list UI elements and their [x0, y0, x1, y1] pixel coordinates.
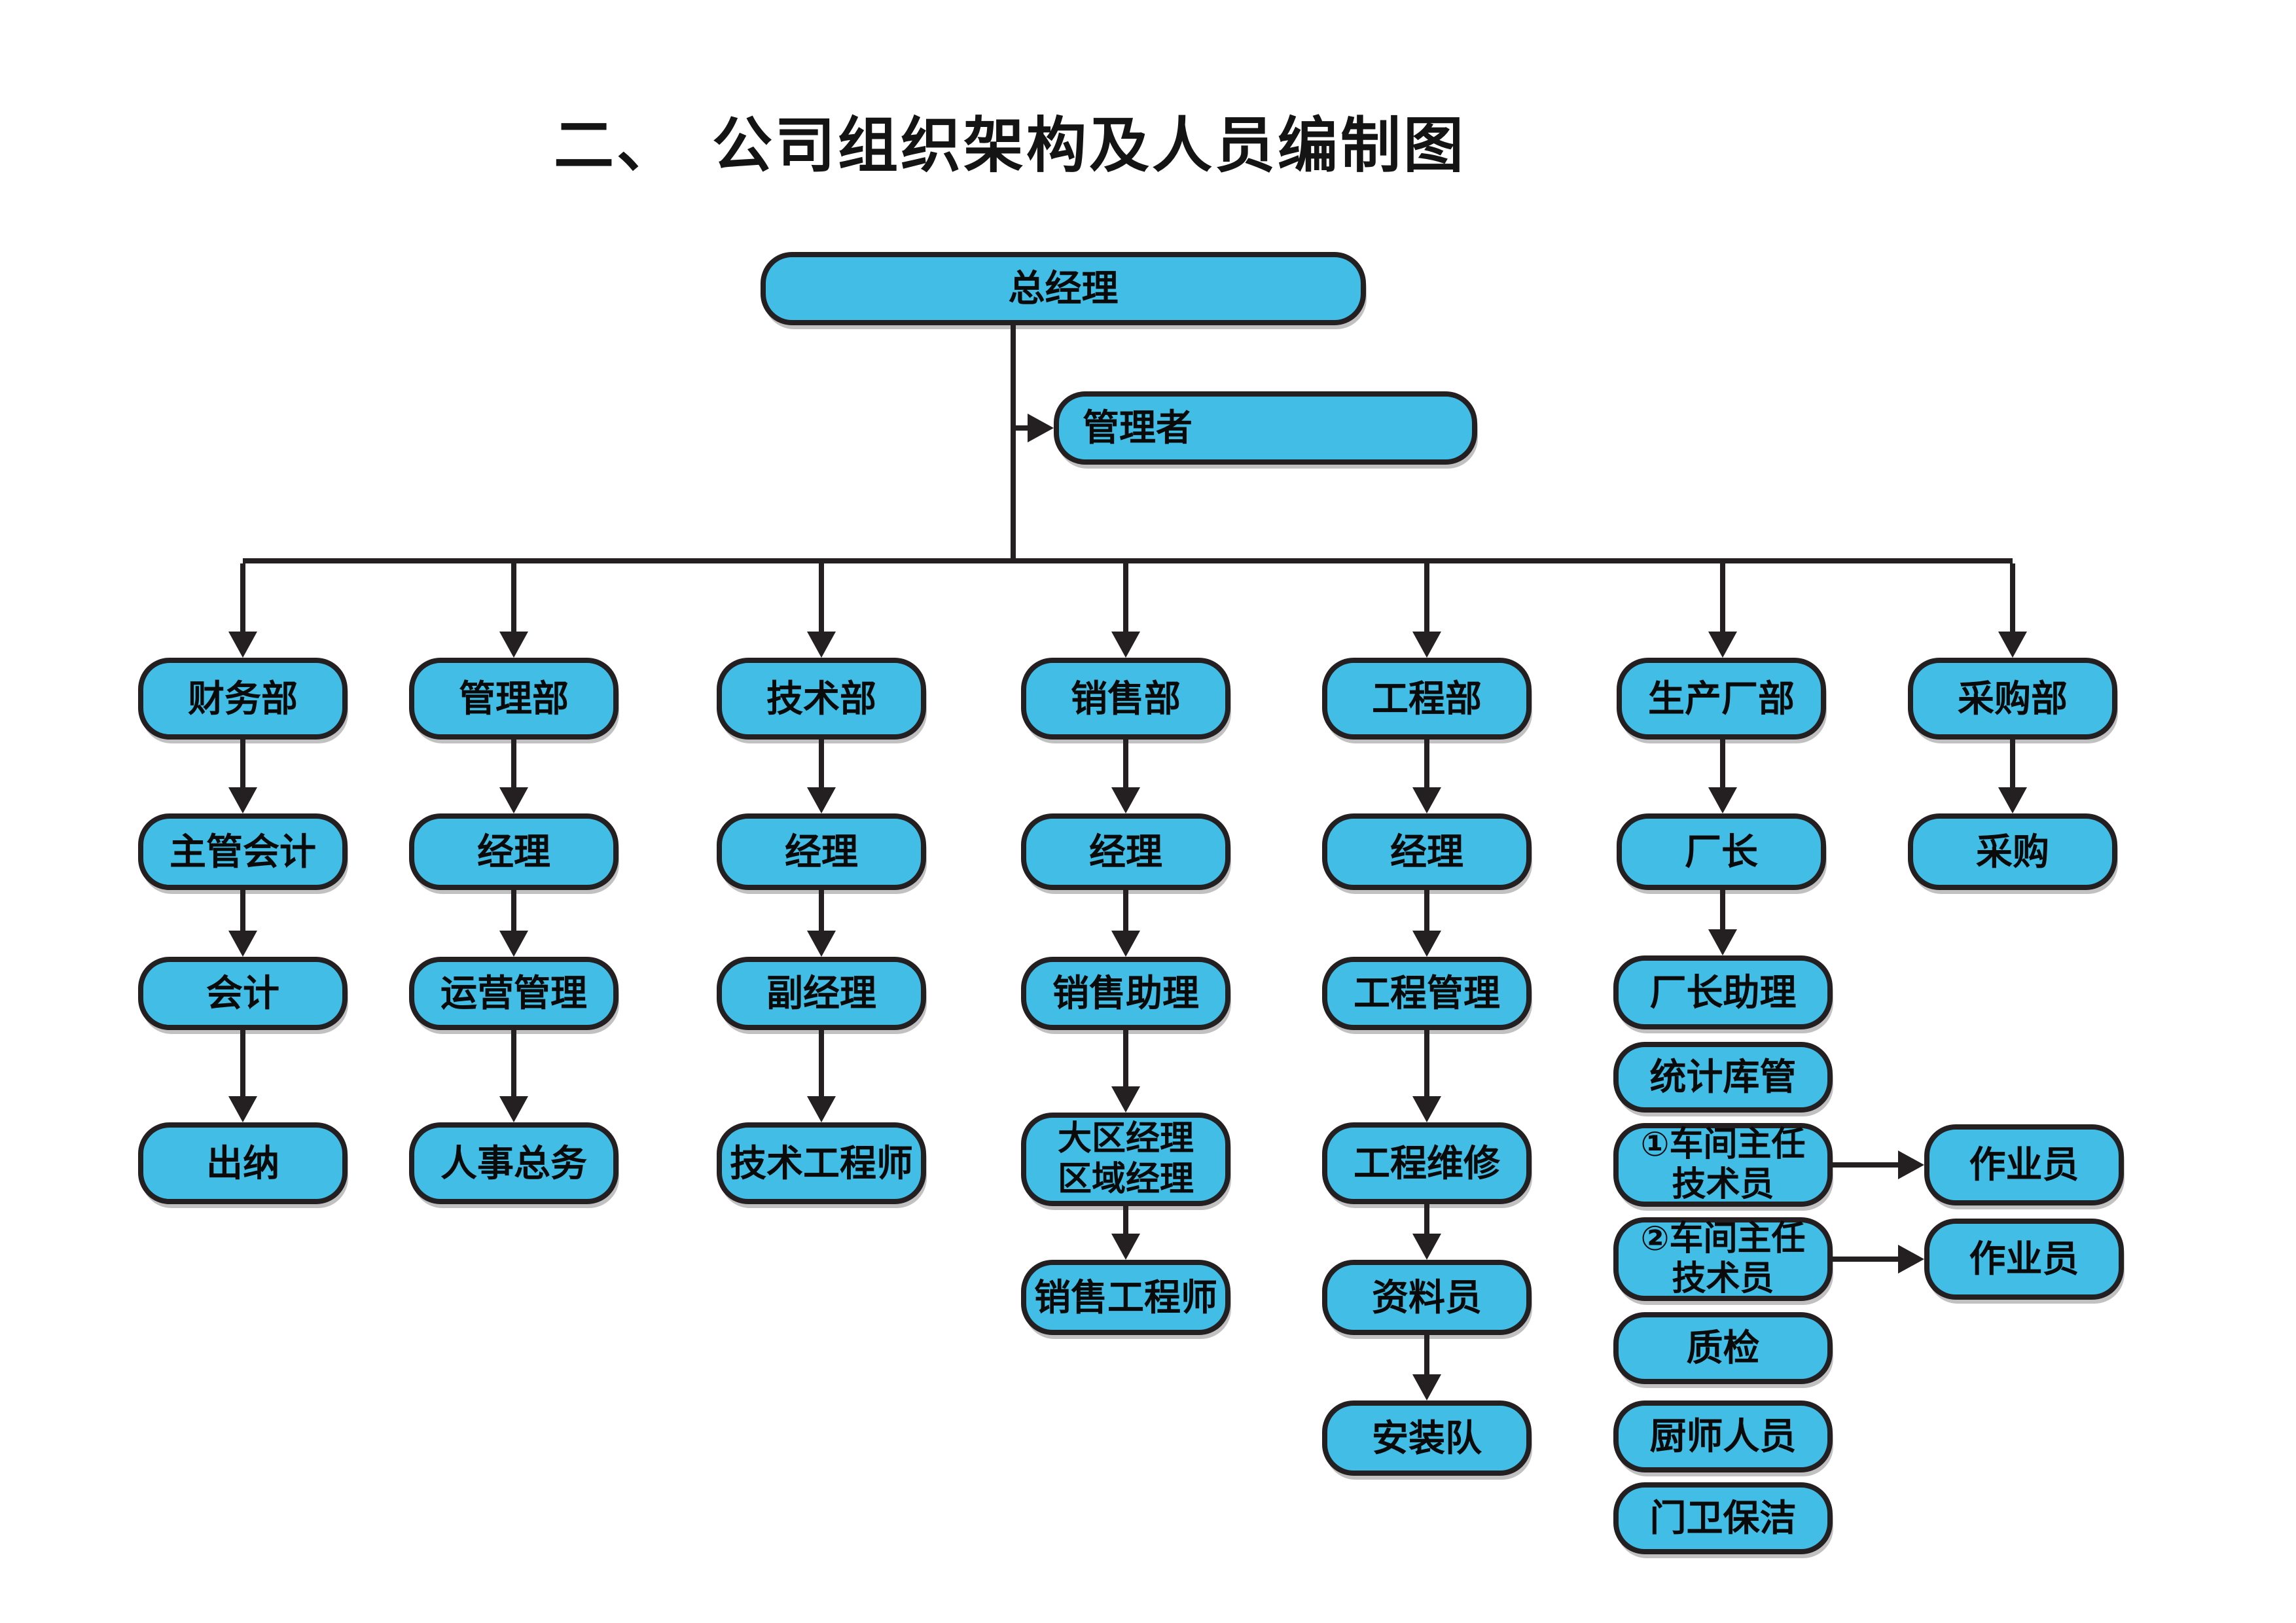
workshop2-line1: ②车间主任 [1640, 1219, 1806, 1258]
arrow-drop-production [1708, 563, 1737, 658]
regional-manager-box: 大区经理 区域经理 [1021, 1113, 1230, 1206]
arrow-admin-1 [499, 740, 528, 813]
tech-dept-box: 技术部 [717, 658, 926, 740]
arrow-tech-2 [807, 890, 836, 957]
quality-check-box: 质检 [1613, 1312, 1833, 1384]
manager-box: 管理者 [1054, 391, 1477, 465]
director-assistant-box: 厂长助理 [1613, 955, 1833, 1029]
workshop1-line2: 技术员 [1672, 1166, 1774, 1204]
arrow-purchasing-1 [1998, 740, 2027, 813]
workshop1-line1: ①车间主任 [1640, 1125, 1806, 1164]
workshop2-line2: 技术员 [1672, 1260, 1774, 1298]
deputy-manager-box: 副经理 [717, 957, 926, 1030]
purchaser-box: 采购 [1908, 813, 2117, 890]
arrow-finance-1 [228, 740, 257, 813]
sales-dept-box: 销售部 [1021, 658, 1230, 740]
arrow-engineering-3 [1412, 1030, 1441, 1122]
regional-manager-line1: 大区经理 [1057, 1120, 1194, 1158]
sales-assistant-box: 销售助理 [1021, 957, 1230, 1030]
arrow-to-manager [1013, 414, 1054, 442]
hr-affairs-box: 人事总务 [409, 1122, 619, 1204]
arrow-sales-2 [1111, 890, 1140, 957]
general-manager-box: 总经理 [761, 252, 1366, 325]
arrow-drop-engineering [1412, 563, 1441, 658]
admin-manager-box: 经理 [409, 813, 619, 890]
sales-engineer-box: 销售工程师 [1021, 1260, 1230, 1335]
operations-mgmt-box: 运营管理 [409, 957, 619, 1030]
workshop1-director-box: ①车间主任 技术员 [1613, 1123, 1833, 1207]
arrow-drop-finance [228, 563, 257, 658]
arrow-engineering-2 [1412, 890, 1441, 957]
arrow-workshop2-worker [1833, 1245, 1924, 1274]
worker2-box: 作业员 [1924, 1219, 2124, 1300]
cook-staff-box: 厨师人员 [1613, 1400, 1833, 1472]
engineering-dept-box: 工程部 [1322, 658, 1532, 740]
engineering-mgmt-box: 工程管理 [1322, 957, 1532, 1030]
tech-manager-box: 经理 [717, 813, 926, 890]
arrow-production-2 [1708, 890, 1737, 955]
document-clerk-box: 资料员 [1322, 1260, 1532, 1335]
arrow-engineering-1 [1412, 740, 1441, 813]
regional-manager-line2: 区域经理 [1057, 1160, 1194, 1198]
cashier-box: 出纳 [138, 1122, 348, 1204]
worker1-box: 作业员 [1924, 1124, 2124, 1205]
chief-accountant-box: 主管会计 [138, 813, 348, 890]
gatekeeper-cleaning-box: 门卫保洁 [1613, 1482, 1833, 1554]
arrow-drop-purchasing [1998, 563, 2027, 658]
arrow-tech-1 [807, 740, 836, 813]
installation-team-box: 安装队 [1322, 1400, 1532, 1476]
sales-manager-box: 经理 [1021, 813, 1230, 890]
arrow-engineering-5 [1412, 1335, 1441, 1400]
arrow-sales-4 [1111, 1206, 1140, 1260]
arrow-drop-tech [807, 563, 836, 658]
admin-dept-box: 管理部 [409, 658, 619, 740]
production-dept-box: 生产厂部 [1617, 658, 1826, 740]
accountant-box: 会计 [138, 957, 348, 1030]
engineering-manager-box: 经理 [1322, 813, 1532, 890]
arrow-drop-sales [1111, 563, 1140, 658]
arrow-sales-1 [1111, 740, 1140, 813]
arrow-engineering-4 [1412, 1204, 1441, 1260]
stats-warehouse-box: 统计库管 [1613, 1042, 1833, 1113]
connector-trunk [1011, 325, 1016, 561]
arrow-production-1 [1708, 740, 1737, 813]
purchasing-dept-box: 采购部 [1908, 658, 2117, 740]
arrow-workshop1-worker [1833, 1150, 1924, 1179]
factory-director-box: 厂长 [1617, 813, 1826, 890]
arrow-admin-3 [499, 1030, 528, 1122]
arrow-tech-3 [807, 1030, 836, 1122]
arrow-finance-2 [228, 890, 257, 957]
engineering-maintenance-box: 工程维修 [1322, 1122, 1532, 1204]
arrow-admin-2 [499, 890, 528, 957]
diagram-title: 二、 公司组织架构及人员编制图 [554, 113, 1467, 179]
arrow-sales-3 [1111, 1030, 1140, 1113]
arrow-finance-3 [228, 1030, 257, 1122]
workshop2-director-box: ②车间主任 技术员 [1613, 1217, 1833, 1301]
tech-engineer-box: 技术工程师 [717, 1122, 926, 1204]
connector-distribution-line [243, 558, 2013, 563]
finance-dept-box: 财务部 [138, 658, 348, 740]
arrow-drop-admin [499, 563, 528, 658]
